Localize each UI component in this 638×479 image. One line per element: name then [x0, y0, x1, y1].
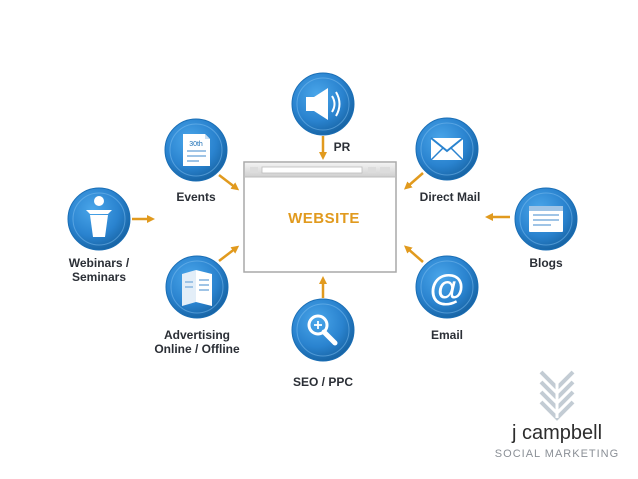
magnifier-icon: [307, 314, 338, 346]
logo-name: j campbell: [511, 422, 603, 444]
arrow-direct-mail: [403, 172, 424, 190]
node-pr: [291, 72, 355, 136]
label-advertising: Advertising Online / Offline: [154, 328, 240, 356]
node-advertising: [165, 255, 229, 319]
logo-tagline: SOCIAL MARKETING: [494, 448, 620, 460]
brochure-icon: [182, 270, 212, 306]
node-seo: [291, 298, 355, 362]
label-webinars: Webinars / Seminars: [68, 256, 130, 284]
node-events: 30th: [164, 118, 228, 182]
calendar-page-icon: 30th: [183, 134, 210, 166]
brand-logo: j campbell SOCIAL MARKETING: [484, 362, 630, 470]
arrow-events: [218, 174, 240, 191]
node-blogs: [514, 187, 578, 251]
podium-icon: [86, 196, 112, 237]
node-webinars: [67, 187, 131, 251]
website-label: WEBSITE: [288, 210, 360, 227]
website-browser-window: [243, 161, 397, 273]
label-email: Email: [430, 328, 463, 342]
label-blogs: Blogs: [529, 256, 563, 270]
browser-window-icon: [529, 206, 563, 232]
megaphone-icon: [306, 88, 341, 120]
arrow-advertising: [218, 245, 240, 262]
calendar-date-text: 30th: [189, 141, 203, 148]
label-pr: PR: [333, 140, 351, 154]
at-sign-icon: @: [429, 267, 464, 308]
node-direct-mail: [415, 117, 479, 181]
node-email: @: [415, 255, 479, 319]
arrows: [132, 136, 510, 298]
envelope-icon: [430, 137, 464, 161]
label-events: Events: [176, 190, 216, 204]
label-seo: SEO / PPC: [292, 375, 354, 389]
chevron-stack-logo: [539, 370, 575, 421]
arrow-email: [403, 245, 424, 263]
label-direct-mail: Direct Mail: [419, 190, 481, 204]
